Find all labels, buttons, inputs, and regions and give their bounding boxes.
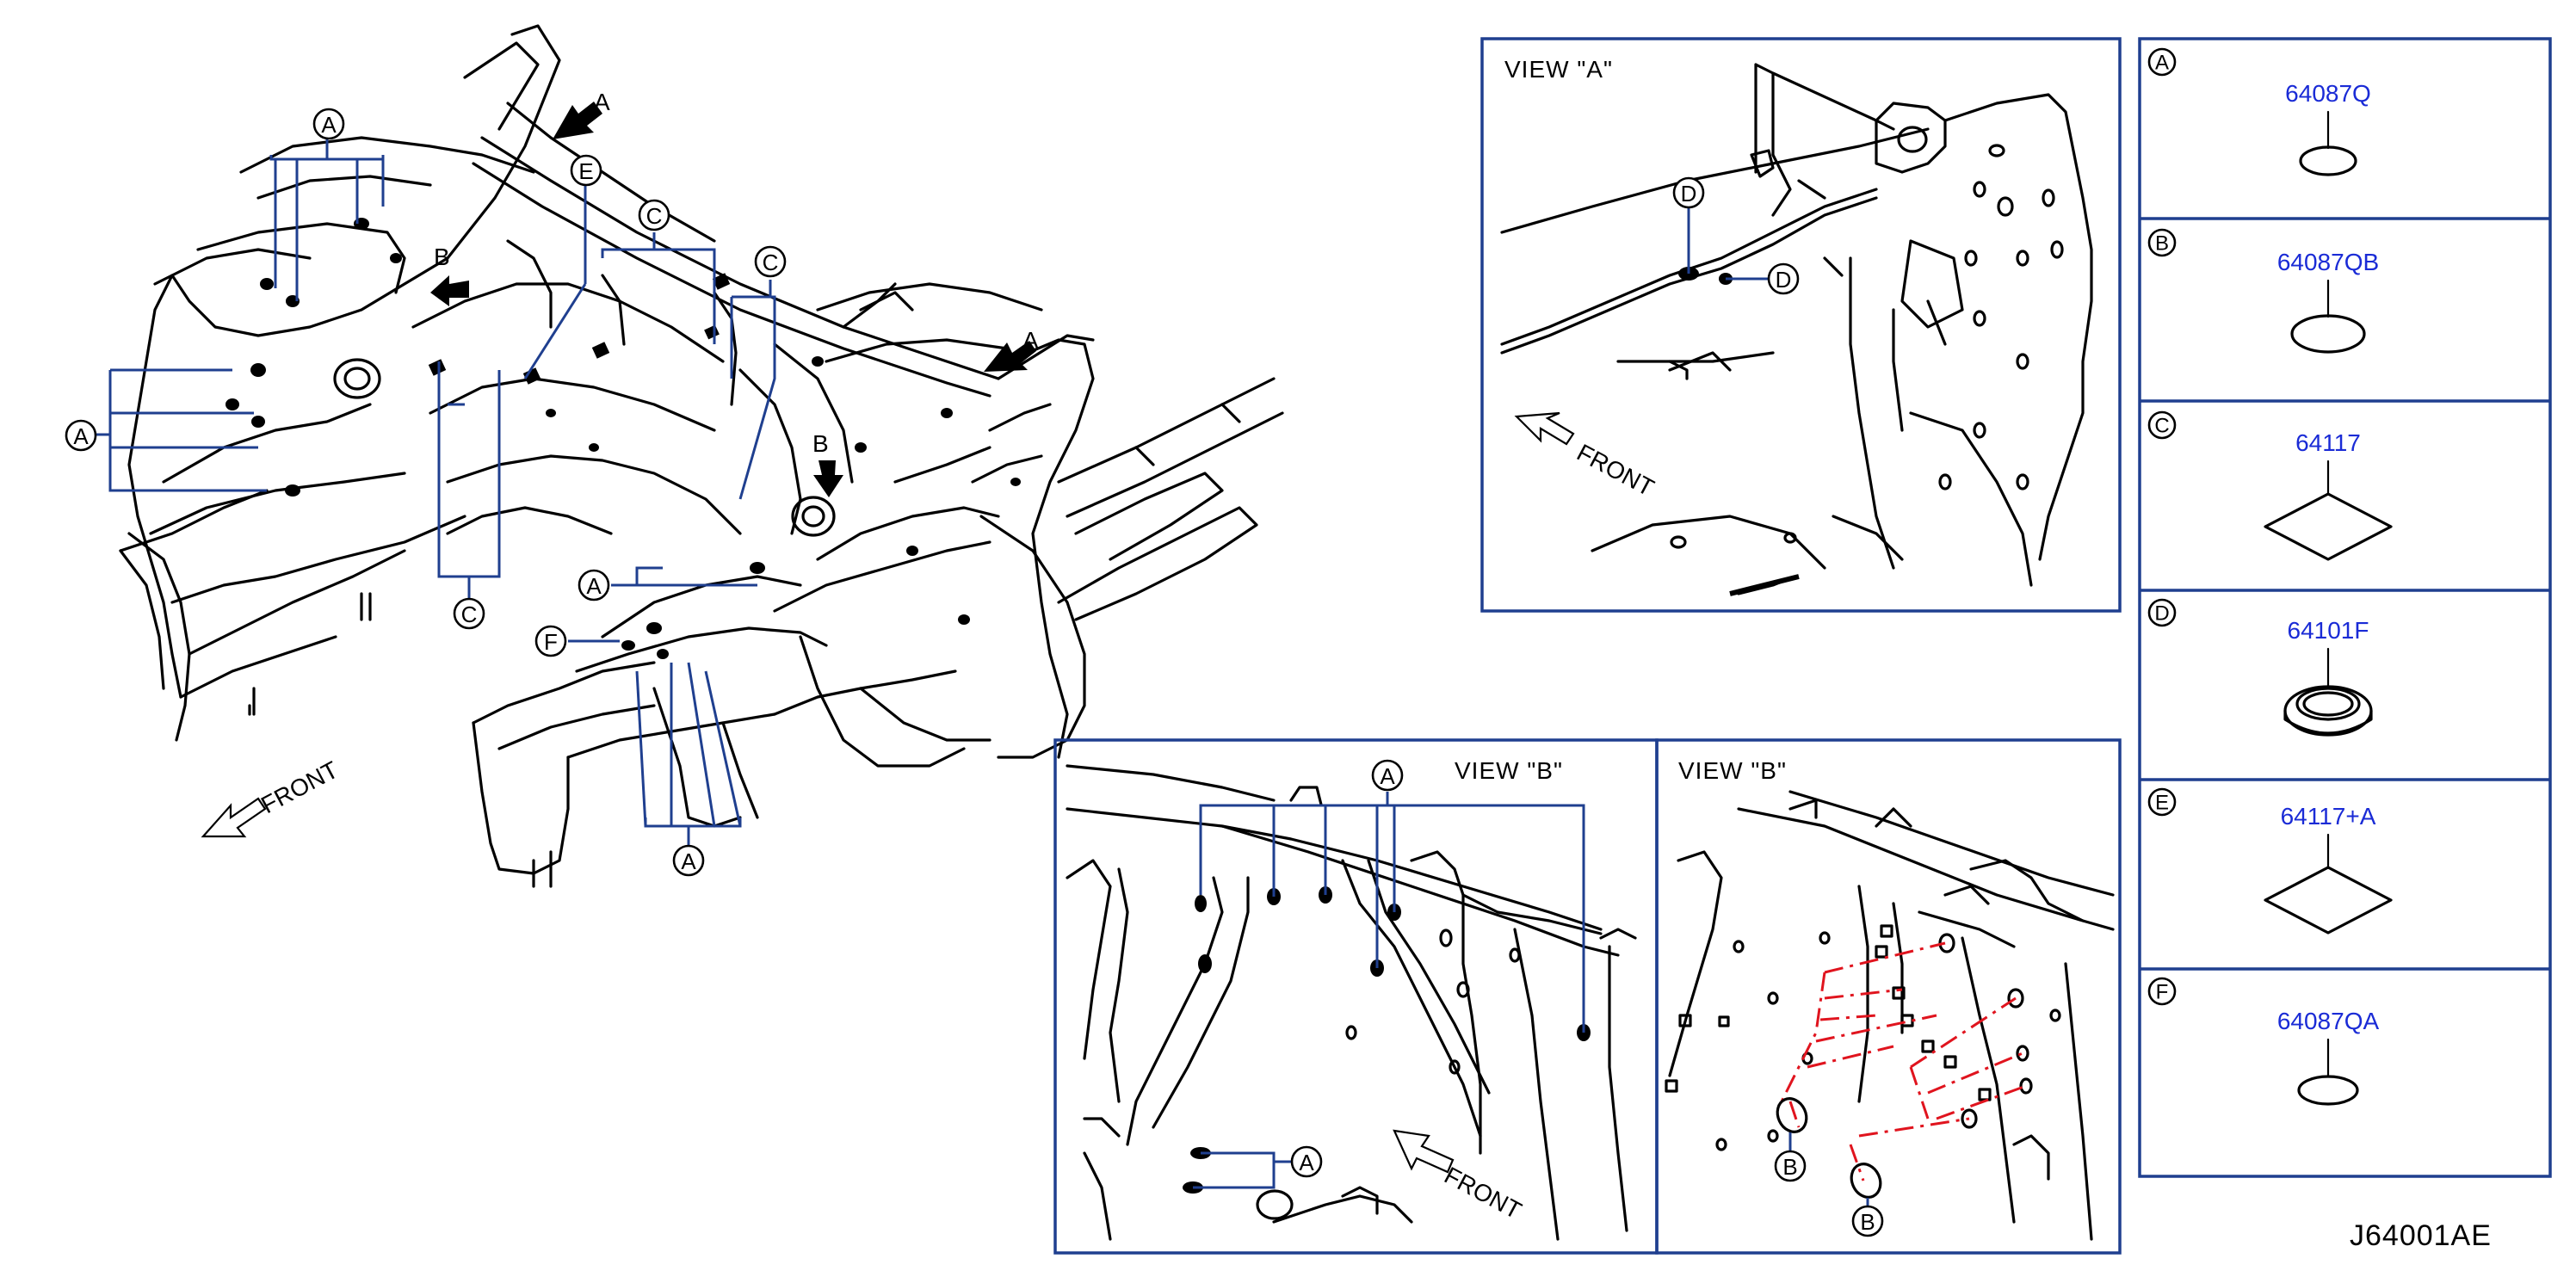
diagram-code: J64001AE bbox=[2350, 1219, 2492, 1252]
callout-a-view-b-bottom: A bbox=[1290, 1145, 1323, 1178]
arrow-a-upper bbox=[553, 102, 602, 139]
callout-a-top: A bbox=[312, 108, 345, 140]
front-arrow-main: FRONT bbox=[201, 756, 343, 838]
callout-a-bottom: A bbox=[672, 844, 705, 877]
svg-text:D: D bbox=[1776, 267, 1792, 293]
view-b-right-frame bbox=[1655, 738, 2122, 1255]
legend-row-a: A 64087Q bbox=[2147, 47, 2371, 176]
legend-part-number-d: 64101F bbox=[2288, 617, 2369, 644]
view-a-frame bbox=[1480, 37, 2122, 613]
callout-b-view-b-right: B bbox=[1851, 1205, 1884, 1237]
svg-text:D: D bbox=[1681, 181, 1697, 207]
grommet-icon bbox=[2283, 685, 2373, 737]
legend-row-e: E 64117+A bbox=[2147, 787, 2393, 935]
main-callouts: A A E C C C A bbox=[65, 108, 787, 877]
legend-letter-a: A bbox=[2155, 52, 2169, 75]
view-b-right-panel: VIEW "B" bbox=[1655, 738, 2122, 1255]
svg-text:C: C bbox=[646, 203, 663, 229]
arrow-b-left bbox=[430, 275, 469, 306]
diamond-patch-icon bbox=[2264, 866, 2393, 935]
callout-c-bottom: C bbox=[453, 597, 485, 630]
svg-text:A: A bbox=[681, 848, 696, 874]
front-label-view-a: FRONT bbox=[1572, 439, 1659, 502]
legend-row-b: B 64087QB bbox=[2147, 228, 2379, 354]
svg-text:C: C bbox=[763, 250, 779, 275]
plug-thin-icon bbox=[2299, 145, 2357, 176]
main-leaders bbox=[96, 138, 776, 848]
front-label-view-b: FRONT bbox=[1440, 1162, 1526, 1225]
callout-f: F bbox=[534, 625, 567, 657]
red-guide-lines bbox=[1780, 941, 2027, 1181]
arrow-b-right bbox=[813, 460, 843, 497]
view-b-left-title: VIEW "B" bbox=[1455, 757, 1563, 784]
callout-a-middle: A bbox=[578, 569, 610, 601]
plug-thin-icon bbox=[2297, 1075, 2359, 1106]
view-b-left-panel: VIEW "B" bbox=[1053, 738, 1659, 1255]
legend-row-c: C 64117 bbox=[2147, 410, 2393, 561]
svg-text:A: A bbox=[586, 573, 602, 599]
svg-text:C: C bbox=[461, 601, 478, 627]
front-label-main: FRONT bbox=[256, 756, 343, 819]
main-body-illustration: A A B B FRONT bbox=[65, 24, 1284, 888]
diamond-patch-icon bbox=[2264, 492, 2393, 561]
svg-text:F: F bbox=[544, 629, 558, 655]
front-arrow-view-b: FRONT bbox=[1393, 1129, 1526, 1225]
legend-part-number-e: 64117+A bbox=[2281, 803, 2376, 830]
callout-b-view-b-left: B bbox=[1774, 1150, 1807, 1182]
legend-letter-f: F bbox=[2156, 981, 2169, 1004]
legend-part-number-f: 64087QA bbox=[2277, 1008, 2380, 1034]
direction-label-b-left: B bbox=[434, 244, 450, 270]
view-a-panel: VIEW "A" bbox=[1480, 37, 2122, 613]
view-b-right-title: VIEW "B" bbox=[1678, 757, 1787, 784]
svg-text:B: B bbox=[1860, 1209, 1875, 1235]
legend-part-number-b: 64087QB bbox=[2277, 249, 2379, 275]
legend-frame bbox=[2138, 37, 2552, 1178]
legend-part-number-c: 64117 bbox=[2295, 429, 2361, 456]
legend-part-number-a: 64087Q bbox=[2285, 80, 2371, 107]
direction-label-a-right: A bbox=[1022, 327, 1039, 354]
main-holes bbox=[225, 218, 1021, 659]
arrow-a-right bbox=[984, 341, 1036, 372]
svg-text:A: A bbox=[321, 112, 337, 138]
svg-text:A: A bbox=[1299, 1150, 1314, 1175]
plug-large-icon bbox=[2290, 314, 2366, 354]
view-a-title: VIEW "A" bbox=[1504, 56, 1613, 83]
legend-row-f: F 64087QA bbox=[2147, 977, 2380, 1106]
callout-a-view-b-top: A bbox=[1371, 759, 1404, 792]
parts-legend: A 64087Q B 64087QB C 64117 D 64101F bbox=[2138, 37, 2552, 1178]
direction-arrows bbox=[430, 102, 1036, 497]
svg-text:A: A bbox=[73, 423, 89, 449]
view-a-holes bbox=[1670, 144, 2064, 549]
direction-label-a-upper: A bbox=[594, 89, 610, 115]
callout-e: E bbox=[570, 154, 602, 187]
front-arrow-view-a: FRONT bbox=[1514, 411, 1659, 502]
direction-label-b-right: B bbox=[812, 430, 829, 457]
legend-letter-b: B bbox=[2155, 232, 2169, 256]
svg-text:E: E bbox=[578, 158, 593, 184]
callout-c-top-left: C bbox=[638, 199, 670, 231]
legend-letter-c: C bbox=[2154, 415, 2169, 438]
callout-d-right: D bbox=[1767, 262, 1800, 295]
callout-a-left: A bbox=[65, 419, 97, 452]
legend-letter-e: E bbox=[2155, 792, 2169, 815]
legend-row-d: D 64101F bbox=[2147, 598, 2373, 737]
legend-letter-d: D bbox=[2154, 602, 2169, 626]
svg-text:B: B bbox=[1782, 1154, 1797, 1180]
svg-text:A: A bbox=[1380, 763, 1395, 789]
callout-c-top-right: C bbox=[754, 245, 787, 278]
callout-d-upper: D bbox=[1672, 176, 1705, 209]
